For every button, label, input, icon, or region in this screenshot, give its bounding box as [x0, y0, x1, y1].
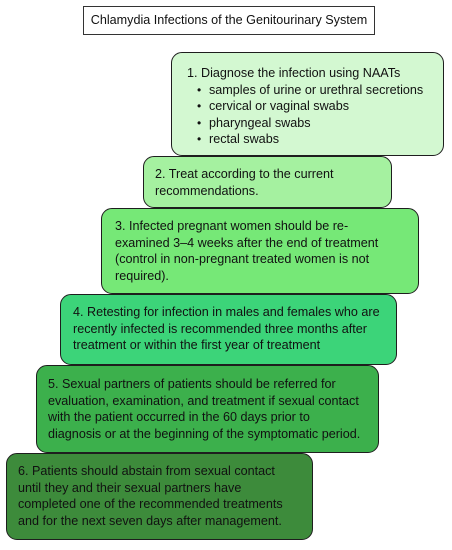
step-6-box: 6. Patients should abstain from sexual c…: [6, 453, 313, 540]
step-3-line: required).: [115, 268, 169, 283]
step-2-box: 2. Treat according to the current recomm…: [143, 156, 392, 208]
step-1-text: 1. Diagnose the infection using NAATs: [187, 66, 401, 80]
bullet-icon: •: [197, 82, 202, 97]
step-1-bullet-list: •samples of urine or urethral secretions…: [187, 82, 443, 148]
step-4-box: 4. Retesting for infection in males and …: [60, 294, 397, 365]
bullet-item: •pharyngeal swabs: [197, 115, 311, 130]
step-6-line: completed one of the recommended treatme…: [18, 497, 283, 511]
bullet-icon: •: [197, 132, 202, 146]
diagram-title: Chlamydia Infections of the Genitourinar…: [90, 13, 368, 27]
step-5-line: diagnosis or at the beginning of the sym…: [48, 426, 361, 441]
step-6-line: 6. Patients should abstain from sexual c…: [18, 464, 275, 478]
step-5-box: 5. Sexual partners of patients should be…: [36, 365, 379, 453]
step-4-line: treatment or within the first year of tr…: [73, 338, 321, 352]
step-5-line: evaluation, examination, and treatment i…: [48, 393, 359, 408]
step-3-line: examined 3–4 weeks after the end of trea…: [115, 235, 379, 250]
diagram-title-box: Chlamydia Infections of the Genitourinar…: [83, 6, 375, 35]
step-3-box: 3. Infected pregnant women should be re-…: [101, 208, 419, 294]
step-5-line: 5. Sexual partners of patients should be…: [48, 377, 336, 391]
step-6-line: until they and their sexual partners hav…: [18, 480, 242, 495]
step-2-line: 2. Treat according to the current: [155, 167, 334, 181]
step-3-line: (control in non-pregnant treated women i…: [115, 252, 370, 266]
step-6-line: and for the next seven days after manage…: [18, 513, 282, 528]
step-5-line: with the patient occurred in the 60 days…: [48, 410, 310, 424]
step-4-line: 4. Retesting for infection in males and …: [73, 305, 380, 319]
bullet-item: •samples of urine or urethral secretions: [197, 82, 424, 97]
bullet-icon: •: [197, 115, 202, 130]
step-2-line: recommendations.: [155, 183, 259, 198]
bullet-item: •rectal swabs: [197, 132, 279, 146]
bullet-item: •cervical or vaginal swabs: [197, 99, 349, 113]
step-1-box: 1. Diagnose the infection using NAATs •s…: [171, 52, 444, 156]
bullet-icon: •: [197, 99, 202, 113]
step-4-line: recently infected is recommended three m…: [73, 321, 367, 336]
step-3-line: 3. Infected pregnant women should be re-: [115, 219, 349, 233]
